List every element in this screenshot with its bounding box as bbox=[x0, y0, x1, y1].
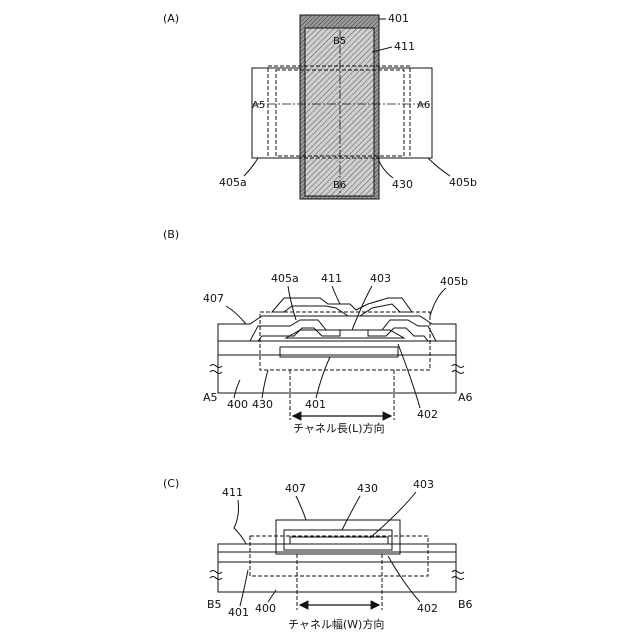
leader-402 bbox=[398, 344, 420, 408]
insulator-407 bbox=[218, 316, 456, 341]
leader-411 bbox=[234, 500, 246, 544]
leader-405b bbox=[430, 288, 446, 316]
leader-401 bbox=[316, 357, 330, 398]
label-430: 430 bbox=[357, 482, 378, 495]
break-mark-right bbox=[452, 571, 464, 580]
panel-b: (B) チャネル長(L)方向 405a 411 403 405b bbox=[163, 228, 473, 435]
panel-c-tag: (C) bbox=[163, 477, 179, 490]
label-411: 411 bbox=[222, 486, 243, 499]
label-401: 401 bbox=[228, 606, 249, 619]
panel-c: (C) チャネル幅(W)方向 411 407 430 403 B5 401 bbox=[163, 477, 473, 631]
label-405b: 405b bbox=[440, 275, 468, 288]
break-mark-left bbox=[210, 571, 222, 580]
label-430: 430 bbox=[392, 178, 413, 191]
panel-a: (A) B5 B6 A5 A6 401 411 405a 405b 430 bbox=[163, 12, 477, 199]
label-403: 403 bbox=[413, 478, 434, 491]
label-405a: 405a bbox=[219, 176, 247, 189]
label-400: 400 bbox=[227, 398, 248, 411]
leader-430 bbox=[262, 370, 268, 398]
leader-430 bbox=[342, 496, 360, 530]
label-411: 411 bbox=[394, 40, 415, 53]
substrate-400 bbox=[218, 355, 456, 393]
dashed-region bbox=[250, 536, 428, 576]
leader-400 bbox=[234, 380, 240, 398]
label-a6: A6 bbox=[417, 100, 430, 111]
label-401: 401 bbox=[388, 12, 409, 25]
label-411: 411 bbox=[321, 272, 342, 285]
label-402: 402 bbox=[417, 602, 438, 615]
label-405a: 405a bbox=[271, 272, 299, 285]
base-insulator bbox=[218, 341, 456, 355]
leader-405b bbox=[428, 158, 450, 176]
label-407: 407 bbox=[203, 292, 224, 305]
label-a5: A5 bbox=[203, 391, 218, 404]
label-403: 403 bbox=[370, 272, 391, 285]
leader-402 bbox=[388, 556, 420, 602]
leader-403 bbox=[352, 286, 372, 330]
leader-403 bbox=[370, 492, 416, 538]
layer-403 bbox=[290, 537, 388, 544]
label-400: 400 bbox=[255, 602, 276, 615]
break-mark-right bbox=[452, 365, 464, 374]
label-405b: 405b bbox=[449, 176, 477, 189]
label-b5-top: B5 bbox=[333, 36, 346, 47]
label-407: 407 bbox=[285, 482, 306, 495]
leader-405a bbox=[288, 286, 296, 320]
label-402: 402 bbox=[417, 408, 438, 421]
caption-channel-length: チャネル長(L)方向 bbox=[293, 421, 385, 435]
label-430: 430 bbox=[252, 398, 273, 411]
label-b5: B5 bbox=[207, 598, 222, 611]
gate-411 bbox=[272, 298, 412, 316]
leader-407 bbox=[226, 306, 246, 324]
break-mark-left bbox=[210, 365, 222, 374]
panel-b-tag: (B) bbox=[163, 228, 179, 241]
gate-411 bbox=[218, 544, 456, 552]
leader-407 bbox=[296, 496, 306, 520]
leader-411 bbox=[332, 286, 340, 304]
substrate-400 bbox=[218, 562, 456, 592]
label-a5: A5 bbox=[252, 100, 265, 111]
label-b6: B6 bbox=[458, 598, 473, 611]
leader-430 bbox=[378, 158, 393, 178]
leader-401 bbox=[240, 570, 248, 606]
layer-403 bbox=[286, 330, 404, 338]
label-401: 401 bbox=[305, 398, 326, 411]
leader-405a bbox=[244, 158, 258, 176]
layer-411 bbox=[305, 28, 374, 196]
label-a6: A6 bbox=[458, 391, 473, 404]
label-b6-bottom: B6 bbox=[333, 180, 346, 191]
caption-channel-width: チャネル幅(W)方向 bbox=[288, 617, 384, 631]
panel-a-tag: (A) bbox=[163, 12, 179, 25]
